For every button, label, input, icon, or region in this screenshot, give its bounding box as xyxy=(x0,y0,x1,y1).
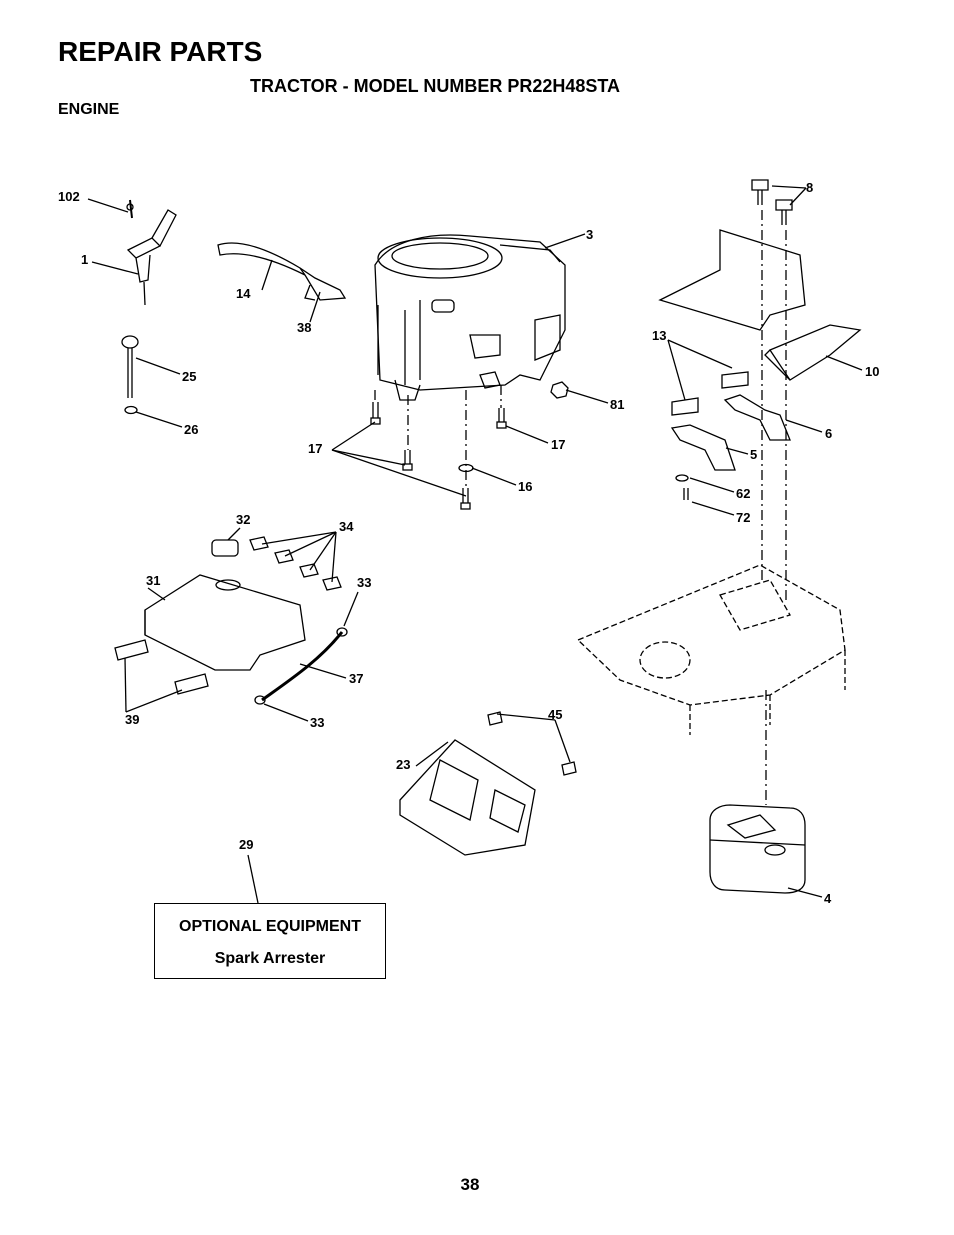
callout-39: 39 xyxy=(125,712,139,727)
chassis-frame-drawing xyxy=(576,564,846,735)
callout-32: 32 xyxy=(236,512,250,527)
callout-8: 8 xyxy=(806,180,813,195)
model-subtitle: TRACTOR - MODEL NUMBER PR22H48STA xyxy=(250,76,621,96)
callout-62: 62 xyxy=(736,486,750,501)
page-number: 38 xyxy=(460,1175,480,1194)
exhaust-pipes-drawing xyxy=(670,371,791,500)
callout-81: 81 xyxy=(610,397,624,412)
chassis-centerlines xyxy=(761,210,787,805)
callout-labels: 102 1 14 38 3 8 10 13 25 26 81 17 17 16 … xyxy=(58,180,879,906)
callout-4: 4 xyxy=(824,891,832,906)
breather-tube-drawing xyxy=(261,631,344,702)
callout-1: 1 xyxy=(81,252,88,267)
optional-equipment-box: OPTIONAL EQUIPMENT Spark Arrester xyxy=(154,903,386,979)
callout-17a: 17 xyxy=(308,441,322,456)
leader-lines xyxy=(87,185,863,904)
foam-element-drawing xyxy=(114,639,149,661)
callout-13: 13 xyxy=(652,328,666,343)
callout-29: 29 xyxy=(239,837,253,852)
optional-equipment-heading: OPTIONAL EQUIPMENT xyxy=(179,918,361,935)
mounting-bolts-drawing xyxy=(370,402,507,510)
callout-45: 45 xyxy=(548,707,562,722)
callout-38: 38 xyxy=(297,320,311,335)
spark-arrester-label: Spark Arrester xyxy=(214,950,326,967)
callout-33a: 33 xyxy=(357,575,371,590)
callout-3: 3 xyxy=(586,227,593,242)
throttle-control-drawing xyxy=(126,199,177,306)
callout-26: 26 xyxy=(184,422,198,437)
callout-34: 34 xyxy=(339,519,354,534)
air-cleaner-drawing xyxy=(144,536,342,671)
callout-17b: 17 xyxy=(551,437,565,452)
choke-knob-drawing xyxy=(121,335,139,415)
engine-drawing xyxy=(374,234,566,401)
callout-102: 102 xyxy=(58,189,80,204)
callout-37: 37 xyxy=(349,671,363,686)
callout-31: 31 xyxy=(146,573,160,588)
callout-23: 23 xyxy=(396,757,410,772)
muffler-shield-drawing xyxy=(399,711,577,856)
nut-81-drawing xyxy=(550,381,569,399)
callout-14: 14 xyxy=(236,286,251,301)
callout-6: 6 xyxy=(825,426,832,441)
shield-screws-drawing xyxy=(751,179,793,225)
callout-25: 25 xyxy=(182,369,196,384)
callout-10: 10 xyxy=(865,364,879,379)
section-heading: ENGINE xyxy=(58,101,120,118)
page-title: REPAIR PARTS xyxy=(58,36,263,67)
fuel-line-drawing xyxy=(217,242,347,301)
callout-16: 16 xyxy=(518,479,532,494)
callout-72: 72 xyxy=(736,510,750,525)
muffler-drawing xyxy=(709,804,806,894)
callout-5: 5 xyxy=(750,447,757,462)
heat-shield-drawing xyxy=(658,229,862,381)
callout-33b: 33 xyxy=(310,715,324,730)
